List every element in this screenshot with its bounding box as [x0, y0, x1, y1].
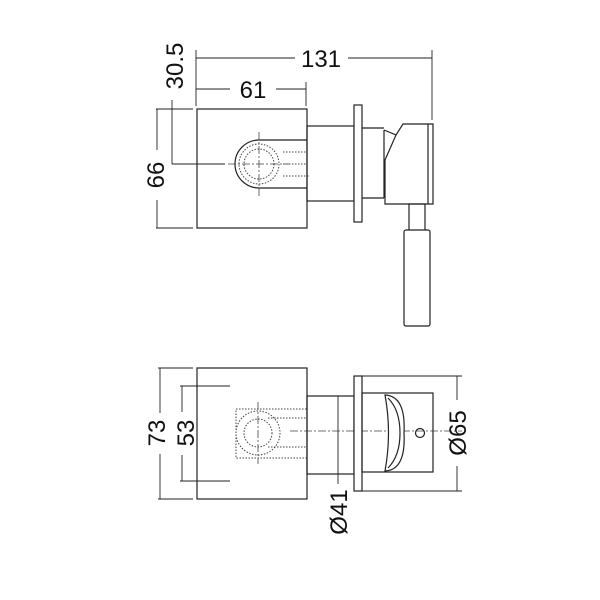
dimension-label: 53: [173, 420, 200, 447]
dimension-diameter-65: Ø65: [362, 375, 472, 492]
dimension-53: 53: [173, 385, 230, 482]
dimension-label: 131: [301, 46, 341, 73]
dimension-label: 73: [144, 420, 171, 447]
flange: [353, 104, 363, 223]
dimension-label: 66: [143, 162, 170, 189]
cover-plate: [196, 108, 308, 229]
dimension-label: 61: [240, 77, 267, 104]
screw-hole: [414, 427, 426, 439]
dimension-label: Ø41: [326, 489, 353, 534]
bottom-view: 73 53 Ø41: [144, 367, 472, 535]
dimension-61: 61: [196, 77, 307, 106]
dimension-diameter-41: Ø41: [326, 396, 353, 535]
cartridge-hidden-lines: [235, 402, 308, 464]
cartridge-hidden-lines: [228, 132, 310, 196]
flange: [353, 375, 363, 492]
dimension-30-5: 30.5: [162, 43, 225, 165]
lever-handle: [403, 203, 431, 327]
dimension-66: 66: [143, 108, 193, 229]
valve-body: [306, 125, 355, 202]
handle-hub: [383, 123, 434, 205]
top-view: 131 61 30.5 66: [143, 43, 434, 327]
dimension-label: Ø65: [445, 410, 472, 455]
dimension-73: 73: [144, 367, 193, 500]
handle-hub: [361, 392, 434, 473]
dimension-131: 131: [195, 46, 433, 120]
dimension-label: 30.5: [162, 43, 189, 90]
cover-plate: [196, 367, 308, 500]
valve-body: [306, 395, 355, 475]
